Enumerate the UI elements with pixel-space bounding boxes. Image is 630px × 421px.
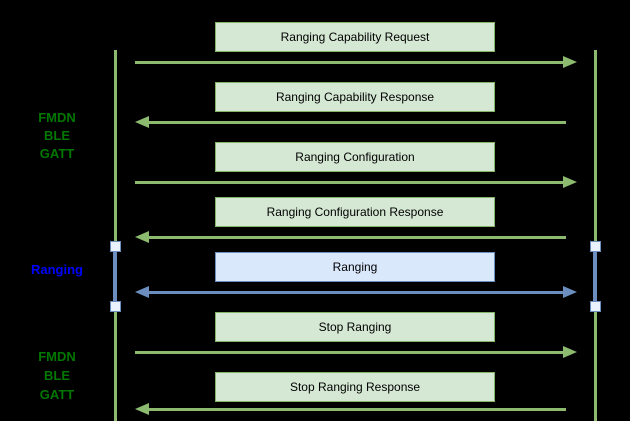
message-label: Ranging Configuration bbox=[295, 150, 415, 164]
arrowhead-right-icon bbox=[563, 346, 577, 358]
arrowhead-left-icon bbox=[135, 231, 149, 243]
arrowhead-right-icon bbox=[563, 56, 577, 68]
left-lifeline bbox=[114, 50, 117, 421]
phase-label-line: GATT bbox=[39, 387, 75, 402]
message-label: Ranging Configuration Response bbox=[266, 205, 444, 219]
left-lifeline-ranging-segment bbox=[113, 247, 117, 307]
arrowhead-left-icon bbox=[135, 403, 149, 415]
arrow-ranging-configuration bbox=[135, 176, 577, 188]
message-box-ranging-capability-request: Ranging Capability Request bbox=[215, 22, 495, 52]
arrow-stop-ranging bbox=[135, 346, 577, 358]
phase-label-line: Ranging bbox=[31, 262, 83, 277]
arrow-ranging-configuration-response bbox=[135, 231, 577, 243]
phase-label-line: GATT bbox=[39, 146, 75, 161]
arrow-shaft bbox=[146, 235, 566, 239]
arrow-ranging-bidirectional bbox=[135, 286, 577, 298]
arrow-stop-ranging-response bbox=[135, 403, 577, 415]
message-label: Ranging Capability Response bbox=[275, 90, 435, 104]
phase-label-line: FMDN bbox=[38, 349, 76, 364]
arrow-shaft bbox=[146, 290, 566, 294]
message-box-ranging-configuration-response: Ranging Configuration Response bbox=[215, 197, 495, 227]
arrowhead-right-icon bbox=[563, 176, 577, 188]
phase-label-line: BLE bbox=[44, 368, 70, 383]
arrow-shaft bbox=[146, 120, 566, 124]
arrow-ranging-capability-request bbox=[135, 56, 577, 68]
arrowhead-left-icon bbox=[135, 286, 149, 298]
message-box-stop-ranging: Stop Ranging bbox=[215, 312, 495, 342]
message-box-ranging-configuration: Ranging Configuration bbox=[215, 142, 495, 172]
arrow-ranging-capability-response bbox=[135, 116, 577, 128]
message-box-stop-ranging-response: Stop Ranging Response bbox=[215, 372, 495, 402]
activation-marker bbox=[110, 241, 121, 252]
message-box-ranging-capability-response: Ranging Capability Response bbox=[215, 82, 495, 112]
arrowhead-right-icon bbox=[563, 286, 577, 298]
arrow-shaft bbox=[135, 60, 566, 64]
arrow-shaft bbox=[135, 180, 566, 184]
message-label: Ranging Capability Request bbox=[280, 30, 430, 44]
message-label: Stop Ranging Response bbox=[289, 380, 421, 394]
activation-marker bbox=[590, 241, 601, 252]
phase-label-fmdn-ble-gatt-bottom: FMDN BLE GATT bbox=[5, 347, 109, 404]
phase-label-ranging: Ranging bbox=[5, 261, 109, 279]
arrowhead-left-icon bbox=[135, 116, 149, 128]
activation-marker bbox=[110, 301, 121, 312]
activation-marker bbox=[590, 301, 601, 312]
arrow-shaft bbox=[146, 407, 566, 411]
message-label: Ranging bbox=[332, 260, 378, 274]
right-lifeline-ranging-segment bbox=[593, 247, 597, 307]
phase-label-line: FMDN bbox=[38, 110, 76, 125]
message-label: Stop Ranging bbox=[318, 320, 392, 334]
right-lifeline bbox=[594, 50, 597, 421]
message-box-ranging: Ranging bbox=[215, 252, 495, 282]
phase-label-line: BLE bbox=[44, 128, 70, 143]
phase-label-fmdn-ble-gatt-top: FMDN BLE GATT bbox=[5, 109, 109, 163]
arrow-shaft bbox=[135, 350, 566, 354]
